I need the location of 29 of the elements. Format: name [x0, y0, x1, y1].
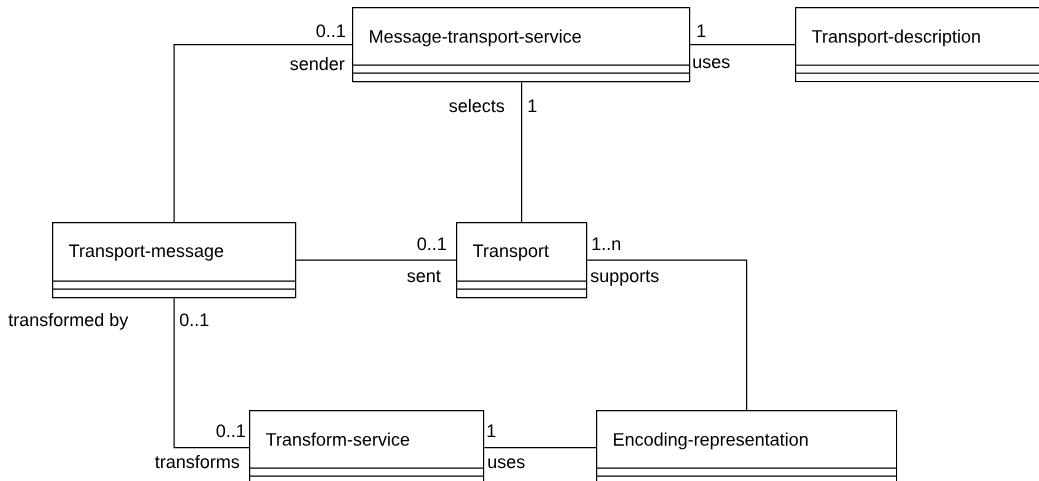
role-name: sent	[407, 270, 441, 283]
role-name: supports	[590, 270, 659, 286]
association-line	[295, 259, 457, 261]
multiplicity: 1	[697, 24, 706, 37]
multiplicity: 1	[528, 99, 537, 112]
association-line	[521, 81, 523, 223]
multiplicity: 0..1	[316, 24, 345, 38]
multiplicity: 1	[487, 424, 496, 437]
role-name: uses	[693, 58, 730, 69]
role-name: transformed by	[8, 312, 129, 330]
association-line	[173, 297, 250, 449]
association-line	[483, 447, 597, 449]
multiplicity: 0..1	[417, 237, 446, 251]
association-line	[689, 44, 796, 46]
class-box: Transform-service	[248, 410, 485, 481]
association-line	[173, 44, 353, 223]
class-box: Transport-message	[51, 222, 297, 299]
class-box: Transport	[455, 222, 588, 299]
multiplicity: 1..n	[592, 237, 621, 250]
class-box: Message-transport-service	[351, 7, 691, 83]
role-name: sender	[290, 56, 345, 71]
role-name: transforms	[155, 454, 240, 469]
multiplicity: 0..1	[216, 424, 245, 438]
class-box: Transport-description	[794, 7, 1039, 83]
association-line	[586, 259, 748, 411]
role-name: uses	[488, 458, 525, 469]
role-name: selects	[449, 98, 505, 113]
class-box: Encoding-representation	[595, 410, 898, 481]
multiplicity: 0..1	[179, 313, 209, 327]
